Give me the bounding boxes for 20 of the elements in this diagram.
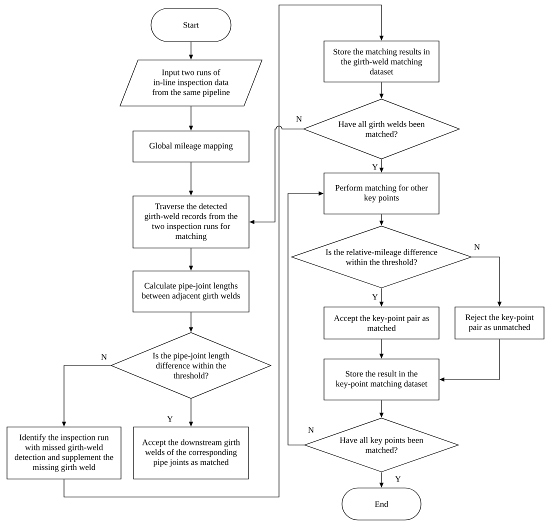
edge-label: N [294, 115, 304, 123]
input-parallelogram: Input two runs of in-line inspection data from the same pipeline [120, 60, 262, 106]
process-box: Traverse the detected girth-weld records from the two inspection runs for matching [132, 196, 250, 248]
edge-label: N [100, 353, 108, 361]
connector-arrow [64, 4, 384, 498]
process-box: Accept the downstream girth welds of the corresponding pipe joints as matched [133, 426, 249, 480]
edge-label: N [306, 426, 316, 434]
process-box: Reject the key-point pair as unmatched [454, 306, 544, 340]
edge-label: Y [166, 415, 174, 423]
edge-label: Y [394, 475, 402, 483]
process-box: Store the result in the key-point matching dataset [324, 358, 440, 400]
edge-label: Y [370, 293, 380, 301]
process-box: Perform matching for other key points [324, 172, 440, 214]
edge-label: Y [370, 163, 380, 171]
process-box: Global mileage mapping [132, 130, 250, 162]
process-box: Store the matching results in the girth-weld matching dataset [324, 40, 440, 82]
process-box: Accept the key-point pair as matched [324, 306, 440, 340]
process-box: Calculate pipe-joint lengths between adjacent girth welds [132, 270, 250, 312]
edge-label: N [472, 243, 482, 251]
process-box: Identify the inspection run with missed girth-weld detection and supplement the missing girth weld [6, 426, 122, 480]
